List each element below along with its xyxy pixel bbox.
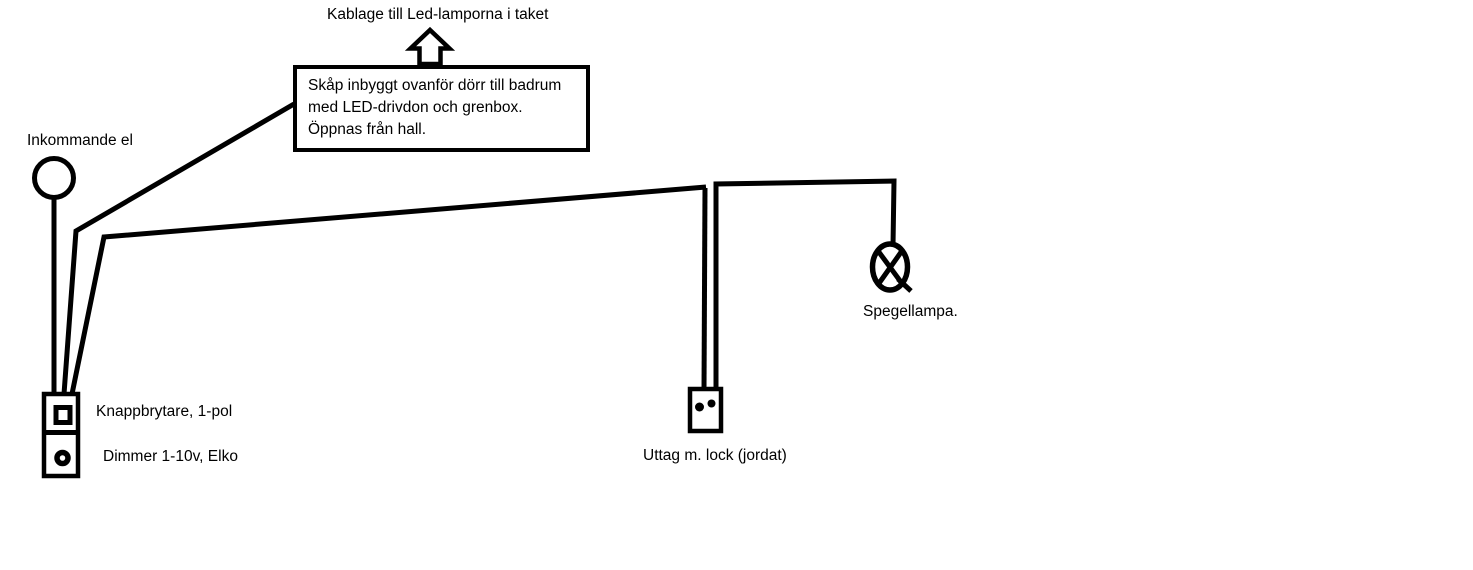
push-switch-label: Knappbrytare, 1-pol xyxy=(96,403,233,420)
switch-dimmer-unit-icon xyxy=(41,391,81,479)
incoming-power-node-icon xyxy=(32,156,76,200)
lamp-cross-stroke xyxy=(876,250,904,286)
outlet-body xyxy=(687,386,724,434)
wire-drop-to-outlet-left xyxy=(701,187,708,391)
wire-dimmer-to-outlet xyxy=(69,184,707,395)
cabinet-note-line: Öppnas från hall. xyxy=(308,121,427,138)
cabinet-note-line: Skåp inbyggt ovanför dörr till badrum xyxy=(308,77,562,94)
outlet-hole-left xyxy=(695,402,704,412)
cabinet-note-line: med LED-drivdon och grenbox. xyxy=(308,99,523,116)
wire-outlet-to-lamp xyxy=(713,178,897,390)
outlet-label: Uttag m. lock (jordat) xyxy=(643,447,787,464)
outlet-icon xyxy=(687,386,724,434)
mirror-lamp-icon xyxy=(869,241,913,293)
incoming-power-label: Inkommande el xyxy=(27,132,133,149)
switch-button-icon xyxy=(53,405,73,425)
cabinet-note-box: Skåp inbyggt ovanför dörr till badrum me… xyxy=(293,65,590,152)
lamp-tail-stroke xyxy=(896,277,913,293)
mirror-lamp-label: Spegellampa. xyxy=(863,303,958,320)
up-arrow-icon xyxy=(404,26,456,67)
wire-switch-to-cabinet xyxy=(61,101,296,395)
outlet-hole-right xyxy=(707,399,716,408)
diagram-title: Kablage till Led-lamporna i taket xyxy=(327,6,549,23)
lamp-circle xyxy=(869,241,911,293)
dimmer-knob-icon xyxy=(54,449,71,467)
dimmer-label: Dimmer 1-10v, Elko xyxy=(103,448,238,465)
